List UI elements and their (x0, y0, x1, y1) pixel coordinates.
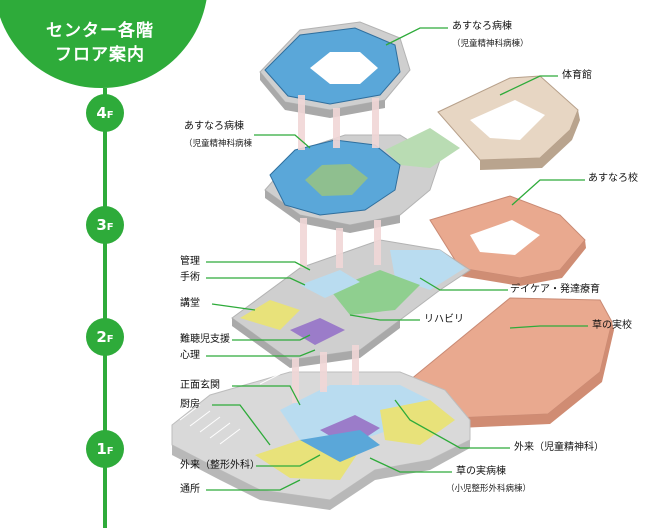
floor-1f-number: 1 (96, 440, 107, 458)
floor-4f-suffix: F (106, 110, 114, 121)
2f-yellow-zone (240, 300, 300, 330)
floor-2f-suffix: F (106, 334, 114, 345)
header-title-line2: フロア案内 (55, 45, 145, 65)
leader-lines (206, 27, 588, 491)
label-hearing-support: 難聴児支援 (180, 334, 230, 345)
floor-3f-suffix: F (106, 222, 114, 233)
label-asunaro-ward-4f-sub: （児童精神科病棟） (452, 39, 529, 49)
header-title-line1: センター各階 (46, 21, 154, 41)
parking-area (179, 369, 281, 445)
floor-3f-button[interactable]: 3F (86, 206, 124, 244)
1f-yellow-zone (380, 400, 455, 445)
label-admin: 管理 (180, 256, 200, 267)
1f-blue-zone (300, 430, 380, 462)
label-day-care: 通所 (180, 484, 200, 495)
label-main-entrance: 正面玄関 (180, 380, 220, 391)
label-gym: 体育館 (562, 70, 592, 81)
floor-timeline (103, 88, 107, 528)
2f-light-blue-zone (300, 270, 360, 298)
floor-2f-number: 2 (96, 328, 107, 346)
label-psychology: 心理 (180, 350, 200, 361)
label-surgery: 手術 (180, 272, 200, 283)
2f-blue-zone (390, 250, 465, 290)
floor-4f-button[interactable]: 4F (86, 94, 124, 132)
floor-4f-number: 4 (96, 104, 107, 122)
label-outpatient-child-psych: 外来（児童精神科） (514, 442, 604, 453)
label-kusanomi-school: 草の実校 (592, 320, 632, 331)
label-kitchen: 厨房 (180, 399, 200, 410)
floor-1f-suffix: F (106, 446, 114, 457)
label-outpatient-ortho: 外来（整形外科） (180, 460, 260, 471)
label-asunaro-school: あすなろ校 (588, 173, 638, 184)
label-lecture-hall: 講堂 (180, 298, 200, 309)
label-rehab: リハビリ (424, 314, 464, 325)
label-asunaro-ward-4f: あすなろ病棟 (452, 21, 512, 32)
label-asunaro-ward-3f: あすなろ病棟 (184, 121, 244, 132)
label-kusanomi-ward: 草の実病棟 (456, 466, 506, 477)
floor-connectors (292, 95, 381, 403)
1f-purple-zone (320, 415, 380, 448)
label-asunaro-ward-3f-sub: （児童精神科病棟 (184, 139, 253, 149)
floor-1f-button[interactable]: 1F (86, 430, 124, 468)
floor-3f-number: 3 (96, 216, 107, 234)
floor-2f-button[interactable]: 2F (86, 318, 124, 356)
label-daycare: デイケア・発達療育 (510, 284, 600, 295)
3f-green-corridor (385, 128, 460, 168)
label-kusanomi-ward-sub: （小児整形外科病棟） (446, 484, 532, 494)
